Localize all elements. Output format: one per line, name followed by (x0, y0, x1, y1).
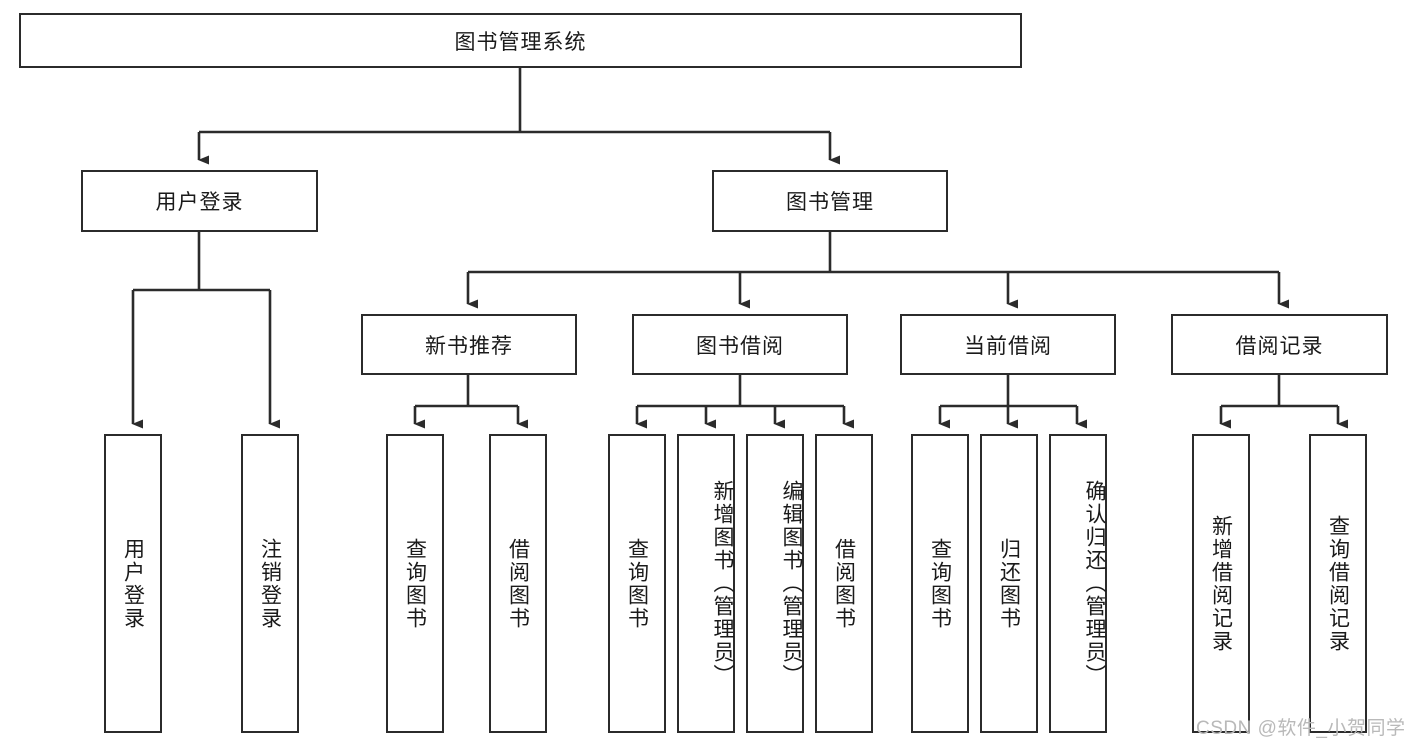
node-label: 查询图书 (625, 537, 649, 630)
leaf-current-return-book[interactable]: 归还图书 (980, 434, 1038, 733)
node-book-borrow[interactable]: 图书借阅 (632, 314, 848, 375)
node-label: 注销登录 (258, 537, 282, 630)
leaf-borrow-add-book-admin[interactable]: 新增图书（管理员） (677, 434, 735, 733)
leaf-recommend-query-book[interactable]: 查询图书 (386, 434, 444, 733)
node-label: 图书管理 (786, 191, 874, 214)
node-borrow-record[interactable]: 借阅记录 (1171, 314, 1388, 375)
node-label: 借阅图书 (832, 537, 856, 630)
leaf-user-login-signout[interactable]: 注销登录 (241, 434, 299, 733)
node-label: 新增图书（管理员） (711, 480, 734, 687)
node-label: 用户登录 (121, 537, 145, 630)
node-label: 查询借阅记录 (1326, 514, 1350, 653)
leaf-record-query-record[interactable]: 查询借阅记录 (1309, 434, 1367, 733)
node-label: 确认归还（管理员） (1083, 480, 1106, 687)
leaf-borrow-lend-book[interactable]: 借阅图书 (815, 434, 873, 733)
node-label: 新书推荐 (425, 334, 513, 358)
node-label: 编辑图书（管理员） (780, 480, 803, 687)
node-label: 借阅记录 (1235, 334, 1324, 358)
leaf-current-confirm-return-admin[interactable]: 确认归还（管理员） (1049, 434, 1107, 733)
node-current-borrow[interactable]: 当前借阅 (900, 314, 1116, 375)
node-label: 图书借阅 (696, 334, 784, 358)
leaf-borrow-query-book[interactable]: 查询图书 (608, 434, 666, 733)
leaf-record-add-record[interactable]: 新增借阅记录 (1192, 434, 1250, 733)
node-label: 查询图书 (928, 537, 952, 630)
node-user-login[interactable]: 用户登录 (81, 170, 318, 232)
watermark-text: CSDN @软件_小贺同学 (1196, 718, 1405, 739)
node-label: 用户登录 (155, 191, 244, 214)
leaf-user-login-signin[interactable]: 用户登录 (104, 434, 162, 733)
leaf-recommend-borrow-book[interactable]: 借阅图书 (489, 434, 547, 733)
leaf-borrow-edit-book-admin[interactable]: 编辑图书（管理员） (746, 434, 804, 733)
node-book-management[interactable]: 图书管理 (712, 170, 948, 232)
node-label: 查询图书 (403, 537, 427, 630)
node-label: 新增借阅记录 (1209, 514, 1233, 653)
node-root-book-management-system[interactable]: 图书管理系统 (19, 13, 1022, 68)
leaf-current-query-book[interactable]: 查询图书 (911, 434, 969, 733)
node-label: 归还图书 (997, 537, 1021, 630)
node-label: 当前借阅 (964, 334, 1052, 358)
node-label: 借阅图书 (506, 537, 530, 630)
node-label: 图书管理系统 (454, 30, 587, 54)
node-new-book-recommend[interactable]: 新书推荐 (361, 314, 577, 375)
